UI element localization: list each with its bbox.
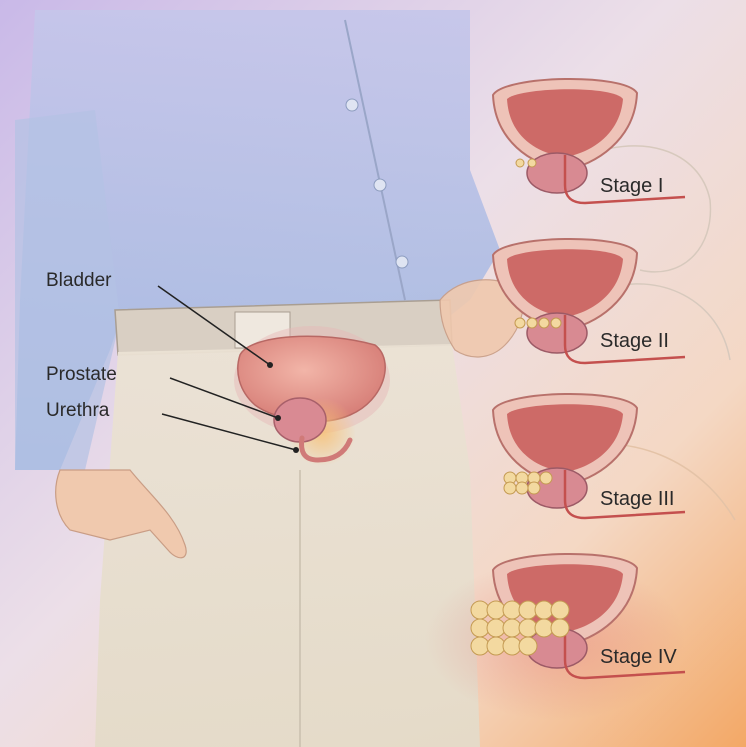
- tumor-nodule: [519, 637, 537, 655]
- bladder-leader-dot: [267, 362, 273, 368]
- prostate: [274, 398, 326, 442]
- tumor-nodule: [515, 318, 525, 328]
- label-bladder: Bladder: [46, 271, 112, 290]
- tumor-nodule: [516, 159, 524, 167]
- shirt-button: [396, 256, 408, 268]
- tumor-nodule: [516, 482, 528, 494]
- label-stage-iii: Stage III: [600, 489, 675, 509]
- tumor-nodule: [527, 318, 537, 328]
- tumor-nodule: [551, 318, 561, 328]
- tumor-nodule: [487, 601, 505, 619]
- stage-prostate: [527, 153, 587, 193]
- tumor-nodule: [487, 619, 505, 637]
- shirt-button: [346, 99, 358, 111]
- label-stage-ii: Stage II: [600, 331, 669, 351]
- tumor-nodule: [519, 619, 537, 637]
- tumor-nodule: [519, 601, 537, 619]
- prostate-leader-dot: [275, 415, 281, 421]
- tumor-nodule: [528, 159, 536, 167]
- tumor-nodule: [503, 619, 521, 637]
- tumor-nodule: [551, 601, 569, 619]
- tumor-nodule: [551, 619, 569, 637]
- tumor-nodule: [539, 318, 549, 328]
- tumor-nodule: [540, 472, 552, 484]
- label-stage-iv: Stage IV: [600, 647, 677, 667]
- label-urethra: Urethra: [46, 401, 109, 420]
- tumor-nodule: [503, 637, 521, 655]
- tumor-nodule: [503, 601, 521, 619]
- tumor-nodule: [535, 619, 553, 637]
- tumor-nodule: [487, 637, 505, 655]
- tumor-nodule: [471, 601, 489, 619]
- tumor-nodule: [471, 619, 489, 637]
- label-prostate: Prostate: [46, 365, 117, 384]
- tumor-nodule: [471, 637, 489, 655]
- urethra-leader-dot: [293, 447, 299, 453]
- tumor-nodule: [504, 482, 516, 494]
- tumor-nodule: [535, 601, 553, 619]
- label-stage-i: Stage I: [600, 176, 663, 196]
- tumor-nodule: [528, 482, 540, 494]
- shirt-button: [374, 179, 386, 191]
